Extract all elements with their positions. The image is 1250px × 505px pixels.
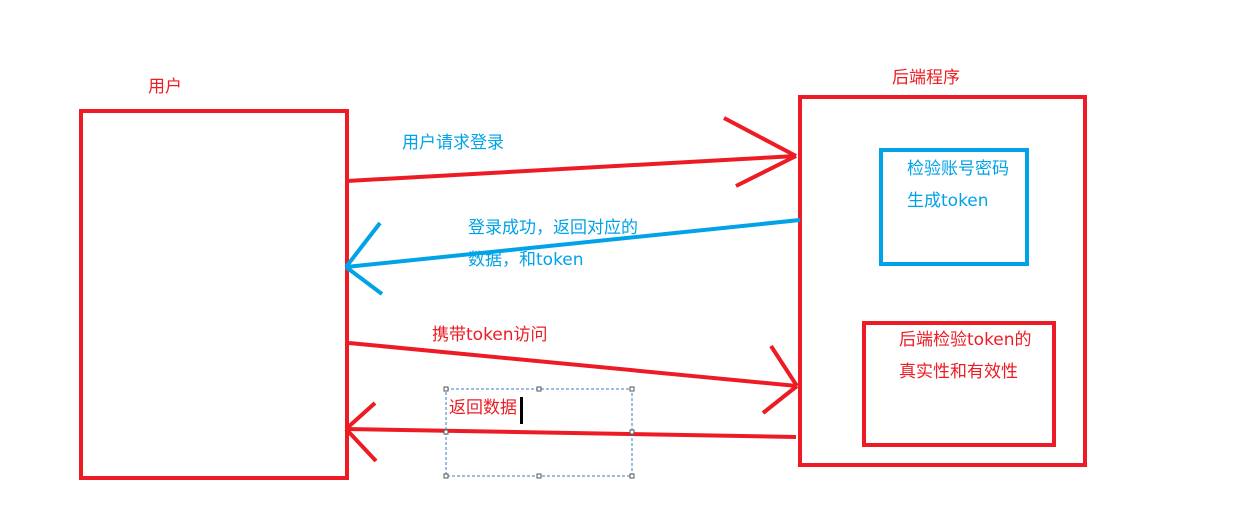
resize-handle[interactable] (629, 429, 635, 435)
verify-label-line2: 生成token (907, 191, 989, 211)
resize-handle[interactable] (629, 386, 635, 392)
user-label: 用户 (148, 77, 182, 97)
resize-handle[interactable] (629, 473, 635, 479)
resize-handle[interactable] (536, 473, 542, 479)
resize-handle[interactable] (443, 429, 449, 435)
login-success-label-line2: 数据，和token (468, 250, 584, 270)
backend-label: 后端程序 (892, 68, 960, 88)
text-box-selection[interactable] (443, 386, 635, 479)
resize-handle[interactable] (443, 473, 449, 479)
carry-token-label: 携带token访问 (432, 325, 548, 345)
token-check-box (862, 321, 1056, 447)
carry-token-arrow (348, 341, 799, 415)
verify-box (879, 148, 1029, 266)
resize-handle[interactable] (536, 386, 542, 392)
return-data-label[interactable]: 返回数据 (449, 398, 517, 418)
login-success-arrow (344, 218, 801, 296)
request-login-label: 用户请求登录 (402, 133, 504, 153)
user-box (79, 109, 349, 480)
backend-box (798, 95, 1087, 467)
resize-handle[interactable] (443, 386, 449, 392)
verify-label-line1: 检验账号密码 (907, 159, 1009, 179)
text-caret-icon (520, 397, 523, 424)
return-data-arrow (344, 401, 797, 463)
token-check-label-line1: 后端检验token的 (899, 330, 1032, 350)
login-success-label-line1: 登录成功，返回对应的 (468, 218, 638, 238)
request-login-arrow (346, 116, 797, 188)
token-check-label-line2: 真实性和有效性 (899, 362, 1018, 382)
